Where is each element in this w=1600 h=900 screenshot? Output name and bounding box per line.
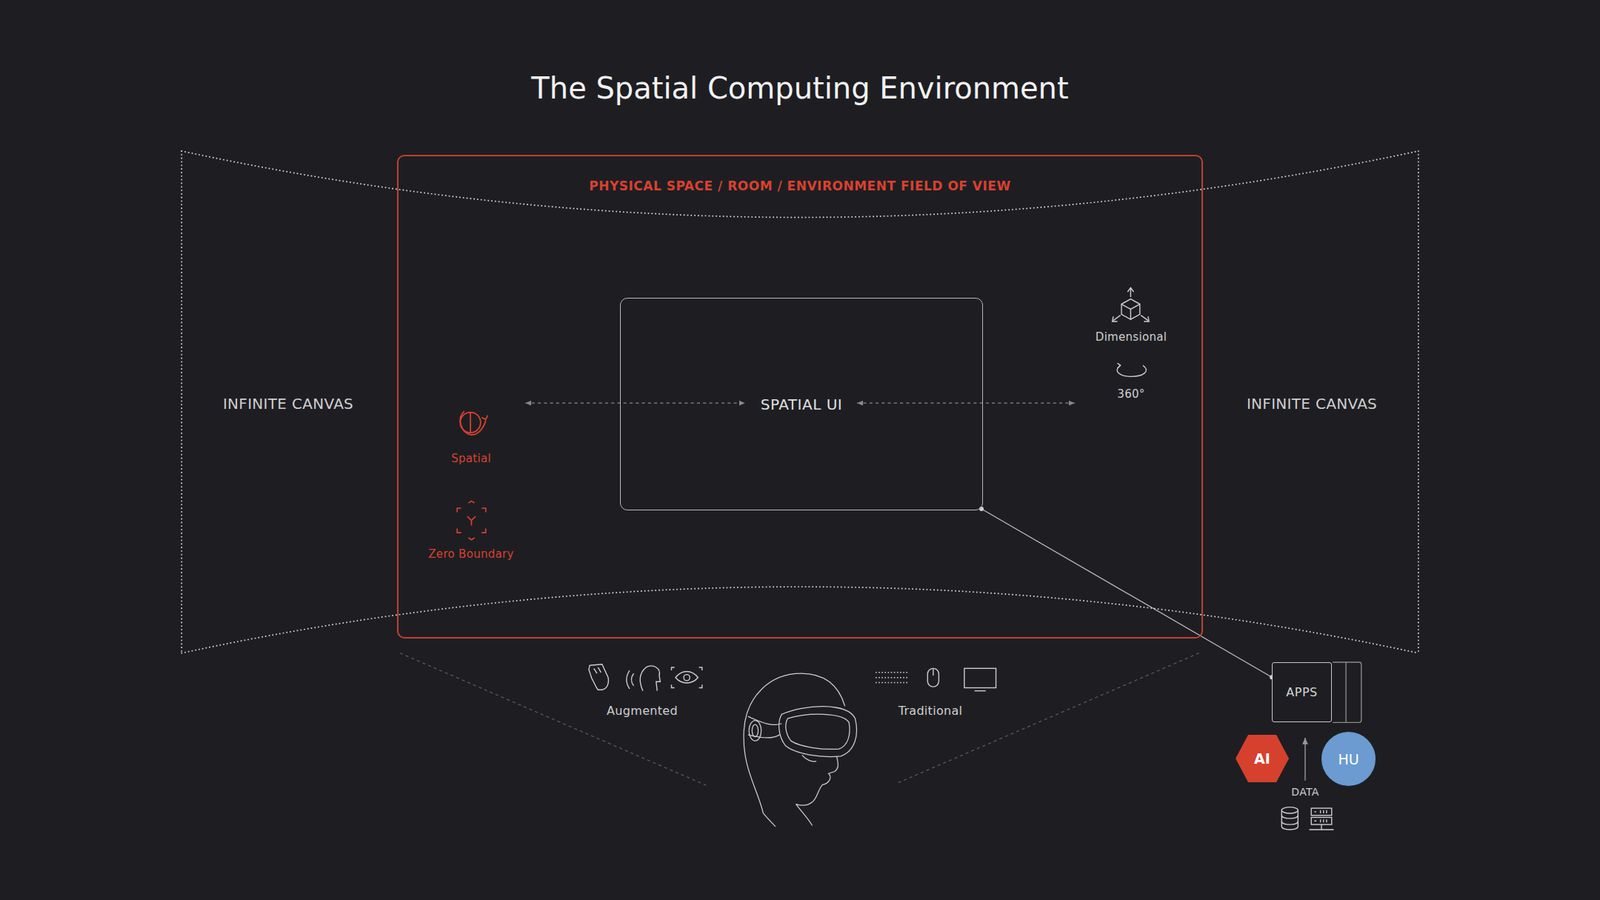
zero-boundary-icon <box>457 500 486 540</box>
dimensional-icon-stroke <box>1121 299 1140 320</box>
voice-icon-stroke <box>640 665 660 692</box>
feature-label: Zero Boundary <box>428 547 514 561</box>
keyboard-icon-stroke <box>875 671 909 674</box>
infinite-canvas-outline-stroke <box>1417 151 1420 654</box>
infinite-canvas-outline <box>181 151 1419 654</box>
spatial-ui-panel: SPATIAL UI <box>620 297 983 511</box>
spatial-icon-stroke <box>481 415 488 420</box>
monitor-icon-stroke <box>974 690 986 692</box>
hu-circle: HU <box>1321 731 1376 786</box>
keyboard-icon-stroke <box>875 682 909 684</box>
app-stack-stroke <box>1332 662 1346 723</box>
hand-icon-stroke <box>588 664 609 690</box>
monitor-icon-stroke <box>964 668 997 688</box>
mouse-icon-stroke <box>932 668 934 676</box>
feature-label: 360° <box>1117 387 1145 401</box>
server-icon <box>1308 808 1334 830</box>
monitor-icon <box>964 668 997 691</box>
layout-group <box>181 151 1419 830</box>
node-label: APPS <box>1285 685 1318 700</box>
eye-tracking-icon-stroke <box>675 671 698 683</box>
ai-hexagon: AI <box>1234 734 1290 783</box>
database-icon-stroke <box>1281 807 1298 814</box>
zero-boundary-icon-stroke <box>481 528 486 534</box>
connector-end-dot <box>979 506 984 512</box>
head-illustration-stroke <box>802 754 817 762</box>
hexagon-fill <box>1235 734 1289 783</box>
head-illustration-stroke <box>796 756 839 806</box>
region-label: INFINITE CANVAS <box>1246 394 1378 413</box>
input-group-label: Augmented <box>606 703 678 718</box>
mouse-icon-stroke <box>927 668 939 687</box>
connector-group <box>979 506 1275 680</box>
infinite-canvas-outline-stroke <box>181 586 1419 654</box>
eye-tracking-icon-stroke <box>683 674 690 681</box>
head-illustration-stroke <box>796 804 813 826</box>
dimensional-icon <box>1112 287 1150 321</box>
mouse-icon <box>927 668 939 687</box>
range-arrow-stroke <box>857 402 1075 404</box>
data-label: DATA <box>1291 785 1319 798</box>
hand-icon <box>588 664 609 690</box>
rotation-icon <box>1117 362 1146 377</box>
dimensional-icon-stroke <box>1140 315 1149 322</box>
field-of-view-frame: PHYSICAL SPACE / ROOM / ENVIRONMENT FIEL… <box>397 154 1203 639</box>
diagram-title: The Spatial Computing Environment <box>0 71 1600 106</box>
app-stack <box>1332 662 1362 723</box>
node-label: AI <box>1254 750 1271 767</box>
head-illustration <box>743 673 857 827</box>
head-illustration-stroke <box>751 724 758 738</box>
database-icon-stroke <box>1281 815 1298 825</box>
node-label: PHYSICAL SPACE / ROOM / ENVIRONMENT FIEL… <box>588 178 1011 194</box>
infinite-canvas-outline-stroke <box>181 151 1419 218</box>
rotation-icon-stroke <box>1117 365 1146 377</box>
head-illustration-stroke <box>779 706 858 758</box>
dimensional-icon-stroke <box>1127 287 1134 297</box>
node-label: SPATIAL UI <box>760 395 843 414</box>
keyboard-icon-stroke <box>875 677 909 679</box>
app-stack-stroke <box>1345 662 1362 723</box>
voice-icon-stroke <box>631 673 634 686</box>
keyboard-icon <box>875 672 909 683</box>
infinite-canvas-outline-stroke <box>180 151 183 654</box>
zero-boundary-icon-stroke <box>467 516 476 526</box>
dimensional-icon-stroke <box>1121 304 1140 320</box>
voice-icon <box>626 665 660 692</box>
apps-box: APPS <box>1271 662 1332 723</box>
head-illustration-stroke <box>748 720 762 742</box>
eye-tracking-icon-stroke <box>671 667 702 689</box>
voice-icon-stroke <box>626 670 630 689</box>
zero-boundary-icon-stroke <box>481 508 486 513</box>
zero-boundary-icon-stroke <box>468 500 475 503</box>
field-of-view-line-stroke <box>400 653 708 786</box>
data-arrow <box>1304 737 1306 781</box>
dimensional-icon-stroke <box>1112 315 1121 322</box>
spatial-icon-stroke <box>469 412 472 434</box>
head-illustration-stroke <box>762 813 776 827</box>
feature-label: Dimensional <box>1095 330 1167 344</box>
spatial-icon-stroke <box>460 411 486 435</box>
zero-boundary-icon-stroke <box>457 528 462 534</box>
field-of-view-line-stroke <box>896 653 1200 784</box>
range-arrow-stroke <box>525 402 745 404</box>
eye-tracking-icon <box>671 667 702 689</box>
zero-boundary-icon-stroke <box>468 537 475 540</box>
database-icon-stroke <box>1281 810 1298 830</box>
database-icon <box>1281 807 1298 830</box>
zero-boundary-icon-stroke <box>457 508 462 513</box>
head-illustration-stroke <box>743 673 846 814</box>
head-illustration-stroke <box>785 714 850 749</box>
input-group-label: Traditional <box>898 703 963 718</box>
feature-label: Spatial <box>451 451 492 466</box>
server-icon-stroke <box>1314 810 1327 823</box>
hand-icon-stroke <box>594 667 602 674</box>
region-label: INFINITE CANVAS <box>222 394 354 413</box>
spatial-icon <box>460 411 488 435</box>
rotation-icon-stroke <box>1117 362 1120 369</box>
node-label: HU <box>1337 751 1359 768</box>
field-of-view-line <box>400 653 1200 786</box>
server-icon-stroke <box>1308 824 1334 830</box>
connector-line <box>981 508 1272 678</box>
